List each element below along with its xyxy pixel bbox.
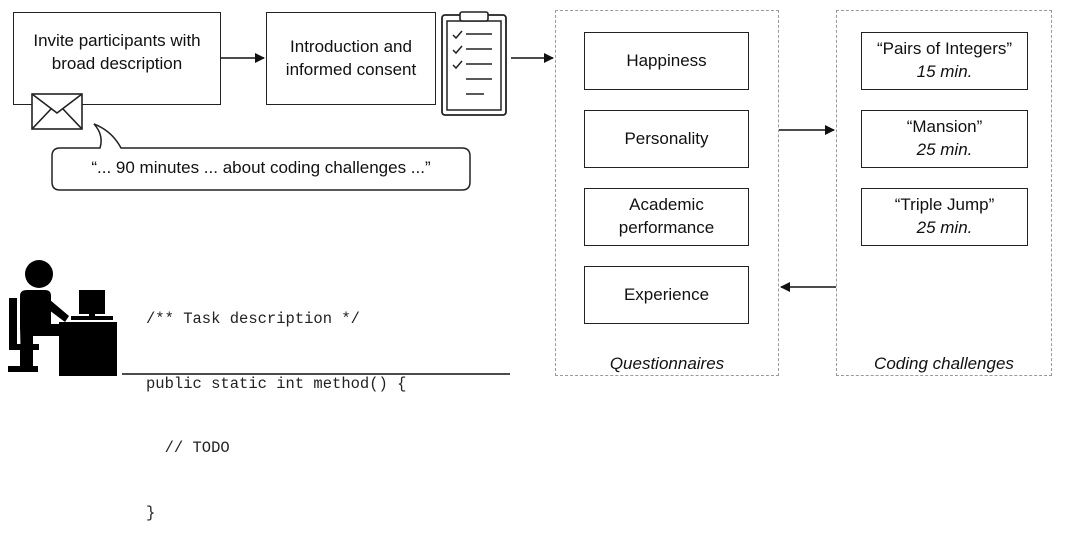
speech-bubble-text: “... 90 minutes ... about coding challen…: [91, 158, 431, 177]
code-line: /** Task description */: [146, 310, 360, 328]
questionnaires-caption: Questionnaires: [609, 354, 725, 373]
code-line: // TODO: [146, 439, 230, 457]
clipboard-checklist-icon: [440, 11, 508, 117]
coding-challenges-panel: [836, 10, 1052, 376]
envelope-icon: [31, 93, 83, 130]
questionnaire-happiness: Happiness: [584, 32, 749, 90]
connector-layer: [51, 53, 836, 375]
introduction-consent-label: Introduction and informed consent: [285, 36, 417, 79]
code-snippet: /** Task description */ public static in…: [146, 266, 406, 546]
code-line: }: [146, 503, 156, 522]
challenge-mansion: “Mansion” 25 min.: [861, 110, 1028, 168]
questionnaires-panel: [555, 10, 779, 376]
speech-bubble-outline: [51, 123, 471, 191]
questionnaire-academic-performance: Academic performance: [584, 188, 749, 246]
person-at-computer-icon: [5, 258, 125, 376]
invite-participants-box: Invite participants with broad descripti…: [13, 12, 221, 105]
challenge-triple-jump: “Triple Jump” 25 min.: [861, 188, 1028, 246]
coding-challenges-caption: Coding challenges: [874, 354, 1014, 373]
introduction-consent-box: Introduction and informed consent: [266, 12, 436, 105]
challenge-pairs-of-integers: “Pairs of Integers” 15 min.: [861, 32, 1028, 90]
questionnaire-personality: Personality: [584, 110, 749, 168]
code-line: public static int method() {: [146, 374, 407, 393]
questionnaire-experience: Experience: [584, 266, 749, 324]
invite-participants-label: Invite participants with broad descripti…: [33, 30, 201, 73]
